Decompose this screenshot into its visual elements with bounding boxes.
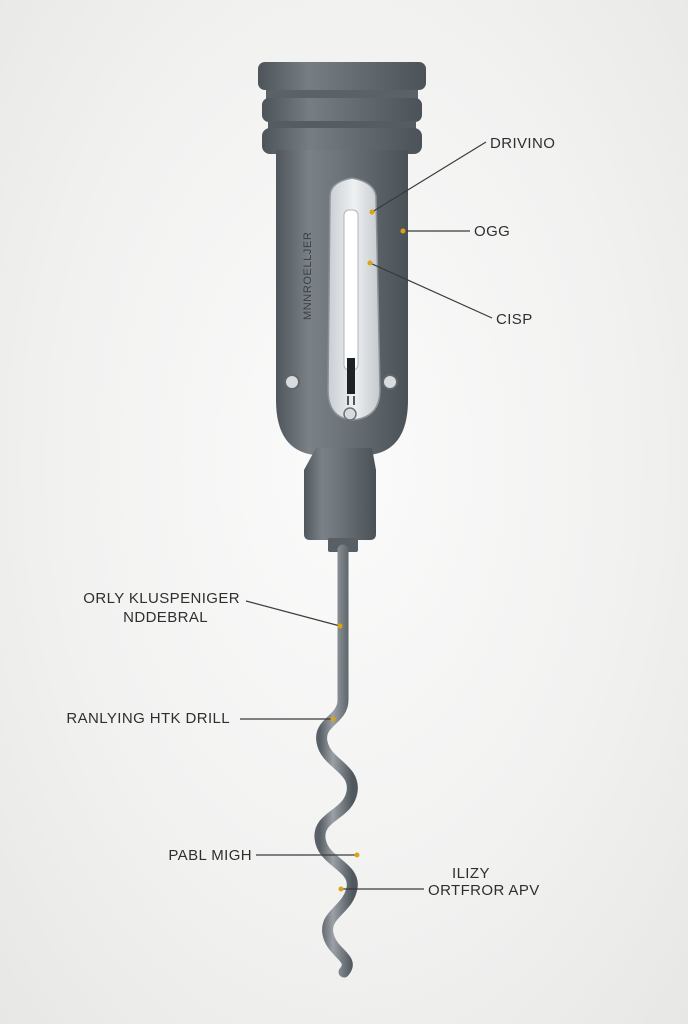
leader-dots (330, 209, 406, 892)
label-helix-3-line1: ILIZY (452, 865, 490, 882)
label-top-2: OGG (474, 223, 511, 240)
drill-window (327, 177, 381, 421)
label-shaft-line1: ORLY KLUSPENIGER (83, 590, 240, 607)
label-shaft-line2: NDDEBRAL (123, 609, 208, 626)
drill-top-cap (258, 62, 426, 154)
label-helix-1: RANLYING HTK DRILL (66, 710, 230, 727)
label-helix-3-line2: ORTFROR APV (428, 882, 540, 899)
drill-collar (304, 448, 376, 540)
label-helix-2: PABL MIGH (168, 847, 252, 864)
drill-shaft (314, 544, 358, 978)
label-top-1: DRIVINO (490, 135, 556, 152)
screw-left-icon (284, 374, 300, 390)
leader-lines (240, 141, 493, 890)
body-text: MNNROELLJER (302, 231, 314, 321)
label-top-3: CISP (496, 311, 533, 328)
screw-right-icon (382, 374, 398, 390)
